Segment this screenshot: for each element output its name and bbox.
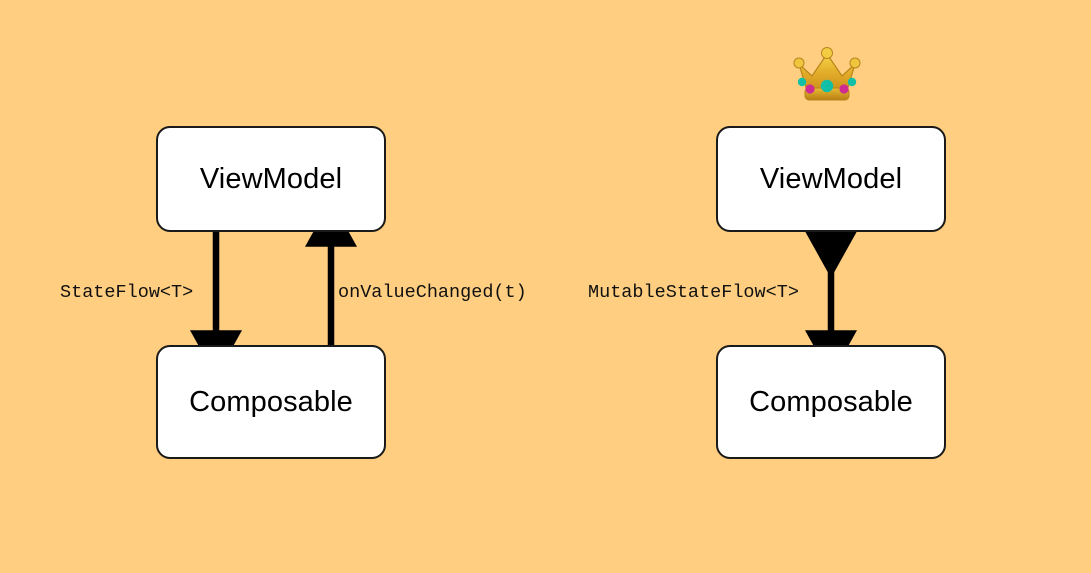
node-right-composable-label: Composable	[749, 385, 913, 418]
edge-label-mutablestateflow: MutableStateFlow<T>	[588, 282, 799, 303]
crown-icon-graphic	[793, 47, 861, 101]
node-left-viewmodel-label: ViewModel	[199, 162, 343, 195]
node-left-viewmodel[interactable]: ViewModel	[156, 126, 386, 232]
node-right-viewmodel-label: ViewModel	[759, 162, 903, 195]
edge-label-stateflow: StateFlow<T>	[60, 282, 194, 303]
node-left-composable[interactable]: Composable	[156, 345, 386, 459]
crown-icon	[788, 36, 866, 116]
node-right-viewmodel[interactable]: ViewModel	[716, 126, 946, 232]
edge-label-onvaluechanged: onValueChanged(t)	[338, 282, 527, 303]
node-right-composable[interactable]: Composable	[716, 345, 946, 459]
node-left-composable-label: Composable	[189, 385, 353, 418]
